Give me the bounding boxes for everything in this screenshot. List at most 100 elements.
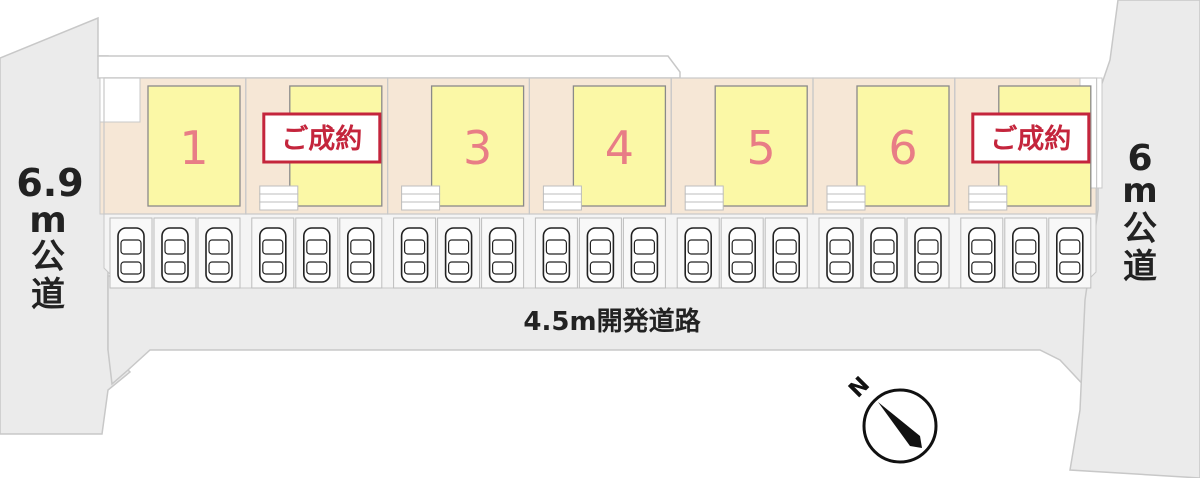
car-rear-window bbox=[1015, 261, 1037, 275]
car-rear-window bbox=[208, 261, 230, 275]
north-compass: N bbox=[844, 372, 938, 464]
car-icon bbox=[258, 227, 287, 283]
car-windshield bbox=[873, 239, 895, 255]
car-rear-window bbox=[687, 261, 709, 275]
left-road-label: 6.9 m 公 道 bbox=[16, 161, 83, 315]
car-rear-window bbox=[873, 261, 895, 275]
lot-boundary bbox=[954, 77, 1098, 215]
entrance-step bbox=[826, 185, 866, 195]
car-rear-window bbox=[262, 261, 284, 275]
car-rear-window bbox=[633, 261, 656, 275]
car-icon bbox=[914, 227, 942, 283]
car-rear-window bbox=[589, 261, 612, 275]
car-windshield bbox=[262, 239, 284, 255]
lot: 3 bbox=[387, 77, 531, 289]
entrance-step bbox=[826, 201, 866, 211]
car-rear-window bbox=[917, 261, 939, 275]
car-icon bbox=[444, 227, 473, 283]
car-windshield bbox=[306, 239, 328, 255]
lot: 1 bbox=[103, 77, 247, 289]
car-icon bbox=[630, 227, 659, 283]
entrance-step bbox=[542, 185, 582, 195]
car-windshield bbox=[971, 239, 993, 255]
car-rear-window bbox=[971, 261, 993, 275]
car-icon bbox=[684, 227, 713, 283]
car-icon bbox=[826, 227, 854, 283]
sold-badge bbox=[971, 112, 1091, 164]
lot: 5 bbox=[670, 77, 814, 289]
car-windshield bbox=[404, 239, 426, 255]
left-road-width: 6.9 bbox=[16, 161, 83, 205]
sold-label: ご成約 bbox=[281, 123, 362, 155]
entrance-step bbox=[259, 201, 299, 211]
lot: 4 bbox=[528, 77, 672, 289]
right-road-width: 6 bbox=[1127, 138, 1152, 179]
entrance-step bbox=[401, 201, 441, 211]
top-neighbor-strip bbox=[97, 55, 681, 79]
car-windshield bbox=[633, 239, 656, 255]
house-footprint bbox=[714, 85, 808, 207]
car-rear-window bbox=[545, 261, 568, 275]
left-road-kou: 公 bbox=[31, 237, 65, 277]
car-icon bbox=[1056, 227, 1084, 283]
house-footprint bbox=[430, 85, 525, 207]
lot-number: 5 bbox=[747, 121, 776, 175]
entrance-step bbox=[542, 193, 582, 203]
development-road-label: 4.5m開発道路 bbox=[523, 306, 701, 337]
car-rear-window bbox=[306, 261, 328, 275]
car-icon bbox=[117, 227, 145, 283]
entrance-step bbox=[684, 185, 724, 195]
car-icon bbox=[542, 227, 571, 283]
car-windshield bbox=[687, 239, 709, 255]
house-footprint bbox=[147, 85, 241, 207]
left-road-unit: m bbox=[29, 200, 67, 241]
car-windshield bbox=[1015, 239, 1037, 255]
entrance-step bbox=[542, 201, 582, 211]
entrance-step bbox=[401, 193, 441, 203]
car-rear-window bbox=[1059, 261, 1081, 275]
entrance-step bbox=[401, 185, 441, 195]
car-rear-window bbox=[731, 261, 753, 275]
car-windshield bbox=[350, 239, 372, 255]
corner-garden bbox=[99, 77, 141, 123]
car-rear-window bbox=[164, 261, 186, 275]
car-icon bbox=[870, 227, 898, 283]
car-icon bbox=[161, 227, 189, 283]
lot-number: 4 bbox=[605, 121, 634, 175]
left-road-dou: 道 bbox=[31, 275, 65, 315]
right-road-dou: 道 bbox=[1123, 247, 1157, 287]
house-footprint bbox=[572, 85, 667, 207]
car-icon bbox=[302, 227, 331, 283]
compass-needle-icon bbox=[878, 402, 922, 448]
car-rear-window bbox=[775, 261, 797, 275]
car-icon bbox=[346, 227, 375, 283]
right-road-label: 6 m 公 道 bbox=[1122, 138, 1157, 287]
car-rear-window bbox=[448, 261, 470, 275]
car-icon bbox=[400, 227, 429, 283]
lot: ご成約 bbox=[245, 77, 389, 289]
entrance-step bbox=[259, 193, 299, 203]
lot: 6 bbox=[812, 77, 956, 289]
entrance-step bbox=[968, 193, 1008, 203]
compass-north-label: N bbox=[844, 372, 875, 403]
entrance-step bbox=[968, 201, 1008, 211]
entrance-step bbox=[684, 193, 724, 203]
car-windshield bbox=[917, 239, 939, 255]
car-icon bbox=[728, 227, 757, 283]
lot-number: 3 bbox=[463, 121, 492, 175]
car-icon bbox=[586, 227, 615, 283]
car-windshield bbox=[775, 239, 797, 255]
car-windshield bbox=[120, 239, 142, 255]
car-windshield bbox=[829, 239, 851, 255]
car-rear-window bbox=[120, 261, 142, 275]
car-windshield bbox=[1059, 239, 1081, 255]
lot: ご成約 bbox=[954, 77, 1098, 289]
car-icon bbox=[205, 227, 233, 283]
sold-badge bbox=[262, 112, 382, 164]
right-road-kou: 公 bbox=[1123, 209, 1157, 249]
house-footprint bbox=[856, 85, 950, 207]
car-windshield bbox=[589, 239, 612, 255]
car-windshield bbox=[448, 239, 470, 255]
entrance-step bbox=[684, 201, 724, 211]
